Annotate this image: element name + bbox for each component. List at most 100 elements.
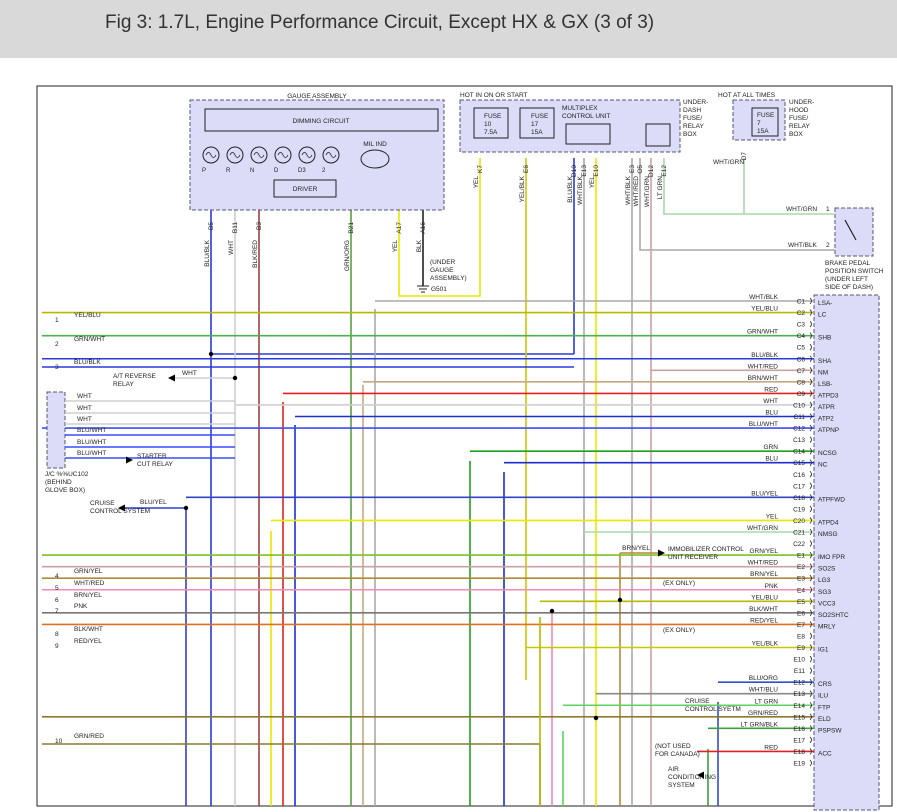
ecm-terminal: ATPFWD — [818, 496, 845, 503]
wire-label: YEL/BLU — [74, 312, 101, 319]
mcu-box — [565, 123, 611, 145]
ground-icon — [417, 285, 429, 293]
wire-label: BLU/BLK — [74, 359, 101, 366]
underhood-wire-label: WHT/GRN — [713, 159, 744, 166]
arrow-icon — [118, 504, 125, 512]
ecm-terminal: LSA- — [818, 300, 832, 307]
ac-system-label: CONDITIONING — [668, 774, 716, 781]
figure-title: Fig 3: 1.7L, Engine Performance Circuit,… — [105, 12, 655, 33]
connector-icon — [809, 713, 812, 721]
ecm-terminal: SG3 — [818, 589, 831, 596]
ecm-pin: C14 — [793, 449, 805, 456]
ecm-box — [813, 294, 880, 811]
wire-label: WHT/RED — [74, 580, 105, 587]
fuse-10-label: 7.5A — [484, 129, 498, 136]
ecm-pin: C15 — [793, 460, 805, 467]
ecm-pin: C10 — [793, 402, 805, 409]
gauge-pin: B5 — [208, 222, 215, 230]
underdash-box-label: DASH — [683, 107, 701, 114]
arrow-icon — [697, 771, 704, 779]
wire-label: BLK/WHT — [74, 626, 103, 633]
wire-label: GRN/RED — [748, 710, 778, 717]
cruise-label: CONTROL SYETM — [685, 706, 741, 713]
wire-label: GRN/YEL — [749, 548, 778, 555]
ecm-pin: C16 — [793, 472, 805, 479]
connector-icon — [809, 551, 812, 559]
gauge-pin: A16 — [420, 222, 427, 234]
connector-number: 9 — [55, 643, 59, 650]
wire-label: GRN/RED — [74, 733, 104, 740]
ac-system-label: AIR — [668, 766, 679, 773]
fuse-10 — [473, 107, 509, 139]
jc-label: GLOVE BOX) — [45, 487, 85, 494]
arrow-icon — [126, 456, 133, 464]
splice-dot — [183, 505, 189, 511]
jc-label: J/C %%UC102 — [45, 471, 89, 478]
underdash-pin: D12 — [648, 165, 655, 177]
ecm-terminal: SO2S — [818, 566, 836, 573]
underdash-pin: E6 — [523, 165, 530, 173]
connector-icon — [809, 655, 812, 663]
immobilizer-label: IMMOBILIZER CONTROL — [668, 546, 744, 553]
connector-icon — [809, 609, 812, 617]
connector-icon — [809, 563, 812, 570]
ecm-terminal: NCSG — [818, 450, 837, 457]
ecm-pin: C21 — [793, 530, 805, 537]
wire-label: WHT — [77, 393, 92, 400]
wire-label: WHT — [763, 398, 778, 405]
fuse-7 — [751, 107, 779, 137]
wire-label: GRN/WHT — [74, 336, 105, 343]
ecm-pin: E19 — [793, 761, 805, 768]
wire-label: RED — [764, 744, 778, 751]
wire-label: PNK — [765, 583, 779, 590]
fuse-10-label: 10 — [484, 121, 492, 128]
ecm-pin: C6 — [797, 356, 806, 363]
connector-icon — [809, 505, 812, 513]
gauge-pin: B21 — [348, 222, 355, 234]
underhood-box — [732, 99, 786, 141]
connector-icon — [809, 678, 812, 686]
bulb-icon — [298, 146, 316, 164]
connector-icon — [809, 355, 812, 363]
underdash-pin: D10 — [571, 165, 578, 177]
splice-dot — [232, 375, 238, 381]
wire-label: BLU/WHT — [77, 450, 106, 457]
underdash-pin: K7 — [477, 165, 484, 173]
ecm-terminal: NC — [818, 462, 828, 469]
starter-cut-label: CUT RELAY — [137, 461, 174, 468]
brake-switch-label: (UNDER LEFT — [825, 276, 868, 283]
wire-label: YEL/BLK — [752, 641, 779, 648]
wire-label: BLK/WHT — [749, 606, 778, 613]
underdash-wire-label: WHT/BLK — [625, 175, 632, 205]
wire-label: YEL/BLU — [751, 594, 778, 601]
cruise-label: CRUISE — [90, 500, 115, 507]
gauge-wire-label: WHT — [228, 240, 235, 255]
gear-label: R — [226, 168, 231, 174]
ecm-pin: C13 — [793, 437, 805, 444]
gauge-wire-label: YEL — [392, 240, 399, 253]
mcu-label: CONTROL UNIT — [562, 113, 611, 120]
wire-label: YEL — [766, 513, 779, 520]
filament-icon — [277, 152, 289, 158]
wire-label: BRN/YEL — [622, 545, 650, 552]
underdash-box-label: BOX — [683, 131, 697, 138]
ecm-terminal: ILU — [818, 693, 828, 700]
wire-label: WHT/BLU — [749, 687, 779, 694]
wire-label: BLU/ORG — [749, 675, 778, 682]
underdash-box — [459, 99, 681, 153]
ground-note: (UNDER — [430, 259, 456, 266]
ecm-pin: C1 — [797, 299, 806, 306]
connector-icon — [809, 413, 812, 420]
ecm-pin: E6 — [797, 610, 805, 617]
underdash-wire-label: LT GRN — [657, 176, 664, 200]
gear-label: D — [274, 168, 279, 174]
ecm-terminal: VCC3 — [818, 600, 836, 607]
gauge-title: GAUGE ASSEMBLY — [287, 93, 347, 100]
wire-label: BRN/YEL — [750, 571, 778, 578]
ecm-pin: C7 — [797, 368, 806, 375]
fuse-17-label: 15A — [531, 129, 543, 136]
connector-icon — [809, 574, 812, 582]
ecm-terminal: CRS — [818, 681, 832, 688]
bulb-icon — [226, 146, 244, 164]
reverse-relay-label: A/T REVERSE — [113, 373, 157, 380]
